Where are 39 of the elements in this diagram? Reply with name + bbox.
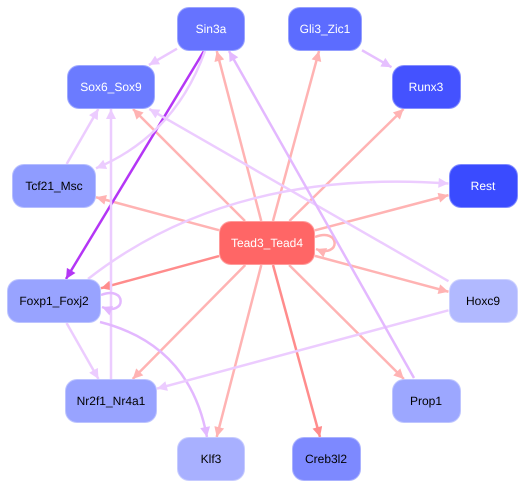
gene-node: Gli3_Zic1 bbox=[288, 7, 362, 51]
arrow bbox=[288, 108, 404, 222]
arrow bbox=[214, 50, 262, 222]
gene-node: Sin3a bbox=[177, 7, 245, 51]
gene-node: Rest bbox=[448, 164, 518, 208]
gene-node: Klf3 bbox=[177, 437, 245, 481]
arrow bbox=[132, 264, 246, 380]
arrow bbox=[314, 192, 449, 232]
arrow bbox=[100, 320, 210, 438]
arrow bbox=[87, 178, 449, 280]
gene-node: Tcf21_Msc bbox=[12, 164, 96, 208]
arrow bbox=[148, 48, 178, 66]
arrow bbox=[361, 49, 392, 68]
arrow bbox=[96, 195, 220, 232]
arrow bbox=[314, 254, 449, 294]
gene-node: Creb3l2 bbox=[292, 437, 360, 481]
arrow bbox=[64, 50, 206, 280]
gene-node: Tead3_Tead4 bbox=[219, 221, 315, 265]
arrow bbox=[106, 109, 116, 379]
arrow bbox=[272, 50, 322, 222]
arrow bbox=[132, 108, 246, 222]
arrow bbox=[66, 108, 100, 165]
arrow bbox=[156, 309, 449, 391]
arrow bbox=[100, 292, 122, 315]
gene-node: Hoxc9 bbox=[448, 279, 518, 323]
arrow bbox=[228, 50, 416, 379]
arrow bbox=[214, 264, 262, 438]
arrow bbox=[272, 264, 322, 438]
arrow bbox=[314, 234, 336, 257]
gene-node: Sox6_Sox9 bbox=[67, 65, 155, 109]
gene-node: Runx3 bbox=[392, 65, 460, 109]
arrow bbox=[148, 108, 450, 282]
gene-node: Nr2f1_Nr4a1 bbox=[65, 379, 157, 423]
gene-node: Prop1 bbox=[392, 379, 460, 423]
arrow bbox=[100, 254, 220, 290]
arrow bbox=[288, 264, 405, 380]
arrow bbox=[65, 322, 100, 380]
gene-node: Foxp1_Foxj2 bbox=[7, 279, 101, 323]
arrow bbox=[95, 50, 206, 170]
